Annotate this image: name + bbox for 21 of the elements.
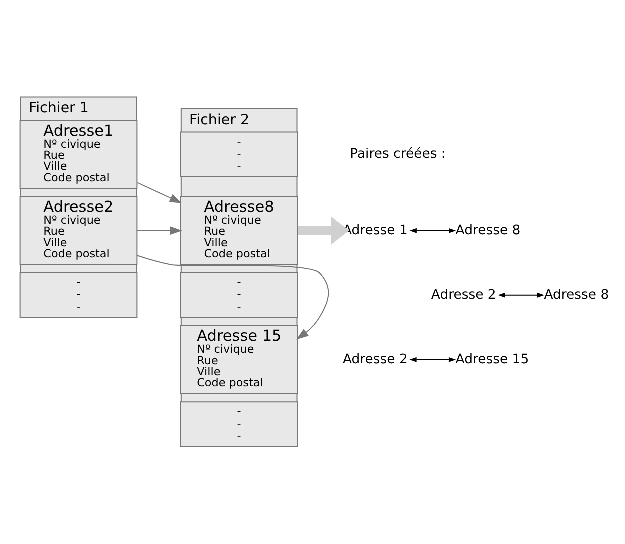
- node-box: - - -: [20, 272, 138, 318]
- node-box: Adresse 15 Nº civique Rue Ville Code postal: [180, 325, 298, 394]
- node-text: Adresse 2: [431, 288, 496, 303]
- arrow: [410, 357, 456, 362]
- node-text: Adresse 15: [456, 352, 530, 368]
- arrow: [137, 255, 330, 340]
- node-box: - - -: [180, 402, 298, 448]
- node-box: - - -: [180, 132, 298, 178]
- node-text: Adresse 8: [544, 288, 610, 303]
- node-box: - - -: [180, 272, 298, 318]
- node-text: Adresse 8: [456, 223, 521, 238]
- node-text: Adresse 2: [342, 352, 408, 368]
- node-box: Adresse1 Nº civique Rue Ville Code postal: [20, 120, 138, 190]
- arrow: [137, 182, 182, 204]
- arrow: [498, 292, 545, 298]
- arrow: [137, 226, 182, 236]
- node-box: Adresse8 Nº civique Rue Ville Code postal: [180, 196, 298, 266]
- arrow: [298, 216, 350, 246]
- arrow: [410, 228, 456, 234]
- node-box: Adresse2 Nº civique Rue Ville Code postal: [20, 196, 138, 266]
- label: Paires créées :: [350, 147, 446, 162]
